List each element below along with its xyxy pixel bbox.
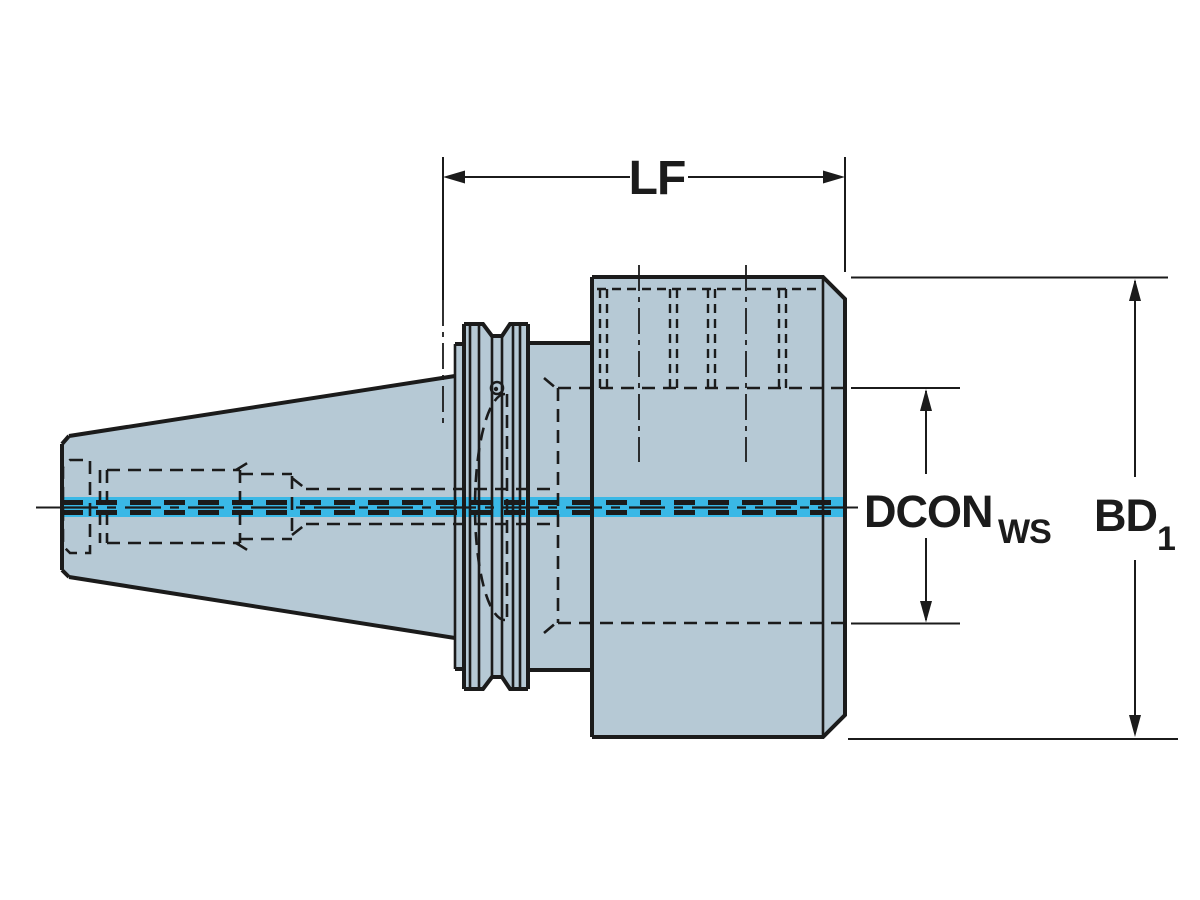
thread-step-lines (98, 470, 109, 543)
drive-slot-dot (493, 386, 499, 392)
collar-edges (528, 341, 592, 672)
main-bore (543, 377, 843, 634)
bd1-dimension: BD 1 (848, 276, 1178, 740)
bd1-arrow-down (1129, 715, 1141, 737)
lf-dimension: LF (442, 152, 846, 424)
center-drill-lines (306, 487, 558, 526)
threaded-bore (107, 468, 242, 545)
bd1-label-subscript: 1 (1157, 520, 1175, 558)
dcon-label: DCON (864, 486, 993, 537)
dcon-dimension: DCON WS (851, 387, 1052, 625)
lf-arrow-left (443, 170, 465, 184)
drive-slot-hole (489, 380, 505, 396)
cylinder-outline (590, 275, 847, 739)
hidden-lines (61, 287, 843, 634)
bd1-label: BD (1094, 490, 1157, 541)
taper-shank-outline (60, 374, 456, 640)
pilot-bore (240, 472, 307, 541)
coolant-channel (36, 497, 858, 517)
bd1-arrow-up (1129, 279, 1141, 301)
drive-slot-arc (473, 392, 509, 622)
thread-end-ticks (235, 460, 250, 553)
outlines (60, 275, 847, 739)
screw-centerlines (638, 265, 747, 462)
flange-groove-lines (468, 324, 522, 689)
flange-outline (462, 322, 530, 691)
lf-arrow-right (823, 170, 845, 184)
dcon-arrow-down (920, 601, 932, 623)
lf-label: LF (629, 152, 686, 205)
screw-holes (597, 287, 818, 388)
dcon-arrow-up (920, 389, 932, 411)
dcon-label-subscript: WS (998, 513, 1051, 551)
